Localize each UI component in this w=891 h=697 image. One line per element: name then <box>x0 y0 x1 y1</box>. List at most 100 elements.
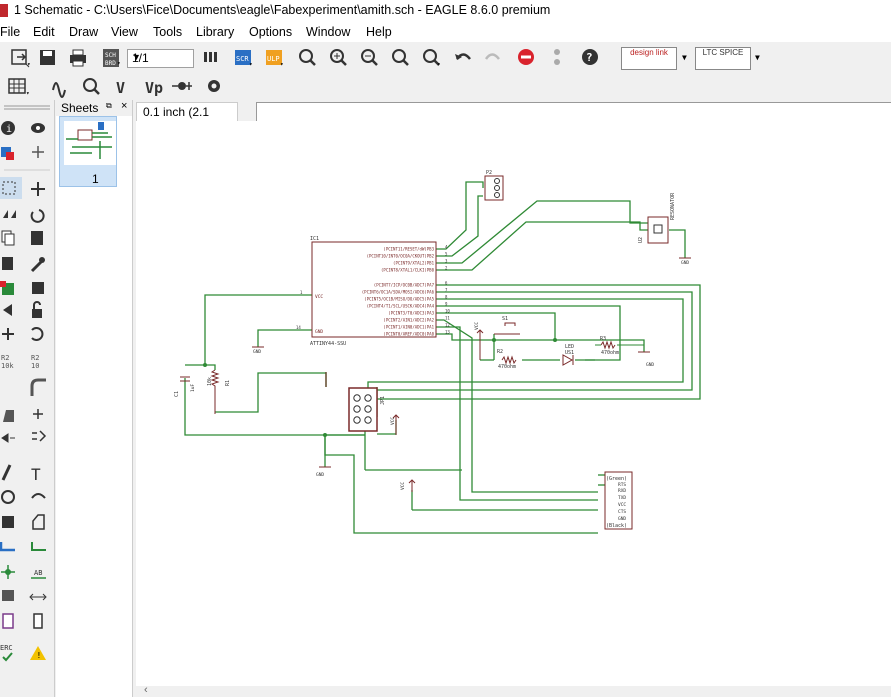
scroll-left-icon[interactable]: ‹ <box>144 684 148 696</box>
open-icon[interactable] <box>11 49 30 68</box>
waveform-icon[interactable] <box>52 82 66 98</box>
rotate-icon[interactable] <box>30 209 45 223</box>
optimize-icon[interactable] <box>31 327 44 341</box>
attribute-icon[interactable] <box>2 590 14 601</box>
scr-icon[interactable]: SCR <box>235 50 251 65</box>
menu-file[interactable]: File <box>0 25 21 39</box>
float-icon[interactable]: ⧉ <box>106 101 112 110</box>
menu-edit[interactable]: Edit <box>33 25 55 39</box>
invoke-icon[interactable] <box>3 304 12 316</box>
zoom-fit-icon[interactable] <box>299 49 316 66</box>
horizontal-scrollbar[interactable]: ‹ <box>136 684 891 697</box>
rectangle-tool-icon[interactable] <box>2 516 14 528</box>
line-tool-icon[interactable] <box>1 464 12 481</box>
menu-options[interactable]: Options <box>249 25 293 39</box>
zoom-redraw-icon[interactable] <box>392 49 409 66</box>
vcc-symbol: VCC <box>400 479 416 492</box>
warning-icon[interactable]: ! <box>30 646 46 660</box>
info-icon[interactable]: i <box>1 121 15 135</box>
dimension-icon[interactable] <box>29 593 47 601</box>
schematic-canvas[interactable]: IC1 ATTINY44-SSU VCC GND 1 14 (PCINT11/R… <box>136 121 891 686</box>
copy-icon[interactable] <box>1 230 15 246</box>
layer-display-icon[interactable] <box>1 147 14 160</box>
r2-resistor[interactable]: R2 470ohm <box>497 349 517 370</box>
slice-icon[interactable] <box>3 410 14 422</box>
menu-tools[interactable]: Tools <box>153 25 183 39</box>
ftdi-pin-label: RTS <box>618 482 626 488</box>
svg-text:V: V <box>116 79 125 97</box>
circle-tool-icon[interactable] <box>1 490 15 504</box>
replace-icon[interactable] <box>32 282 44 294</box>
r2-label-b[interactable]: R2 <box>31 354 39 362</box>
erc-icon[interactable]: ERC <box>0 644 13 662</box>
undo-icon[interactable] <box>455 53 471 60</box>
zoom-out-icon[interactable] <box>361 49 378 66</box>
settings-gear-icon[interactable] <box>208 80 220 92</box>
add-icon[interactable] <box>33 409 43 419</box>
net-tool-icon[interactable] <box>31 542 46 551</box>
designlink-button[interactable]: design link <box>621 47 677 70</box>
bus-tool-icon[interactable] <box>0 542 15 552</box>
wrench-icon[interactable] <box>30 257 45 273</box>
move-select-icon[interactable] <box>0 177 22 199</box>
led-diode[interactable]: LED US1 <box>562 344 574 366</box>
zoom-in-icon[interactable] <box>330 49 347 66</box>
grid-icon[interactable] <box>8 78 26 94</box>
rip-icon[interactable] <box>1 433 15 443</box>
pinswap-icon[interactable] <box>33 613 43 629</box>
r3-resistor[interactable]: R3 470ohm <box>595 336 644 356</box>
svg-text:?: ? <box>586 51 593 64</box>
help-icon[interactable]: ? <box>582 49 598 65</box>
arc-tool-icon[interactable] <box>31 493 46 499</box>
r1-resistor[interactable]: R1 10k <box>207 369 231 414</box>
redo-icon[interactable] <box>484 53 500 60</box>
paste-icon[interactable] <box>31 231 43 245</box>
menu-window[interactable]: Window <box>306 25 351 39</box>
miter-icon[interactable] <box>30 378 46 396</box>
junction-icon[interactable] <box>1 565 15 579</box>
show-eye-icon[interactable] <box>31 123 45 133</box>
ltspice-button[interactable]: LTC SPICE <box>695 47 751 70</box>
zoom-select[interactable]: 1/1▼ <box>127 49 194 68</box>
p2-header[interactable]: P2 <box>484 170 504 201</box>
lock-icon[interactable] <box>32 301 42 318</box>
add-part-icon[interactable] <box>0 281 14 295</box>
ic1-symbol[interactable]: IC1 ATTINY44-SSU VCC GND 1 14 (PCINT11/R… <box>296 236 450 347</box>
r3-name: R3 <box>600 336 606 342</box>
eagle-app-icon[interactable] <box>0 4 8 17</box>
mirror-icon[interactable] <box>3 210 16 218</box>
close-icon[interactable]: × <box>121 100 128 112</box>
stop-icon[interactable] <box>518 49 534 65</box>
ic1-pin-number: 3 <box>445 259 448 264</box>
menu-view[interactable]: View <box>111 25 138 39</box>
polygon-tool-icon[interactable] <box>32 514 45 530</box>
menu-draw[interactable]: Draw <box>69 25 99 39</box>
print-icon[interactable] <box>70 49 86 67</box>
split-icon[interactable] <box>2 328 14 340</box>
go-icon[interactable] <box>554 49 560 65</box>
label-icon[interactable]: AB <box>31 569 46 579</box>
save-icon[interactable] <box>40 50 55 65</box>
delete-icon[interactable] <box>2 257 13 270</box>
r2-label-a[interactable]: R2 <box>1 354 9 362</box>
zoom-select-icon[interactable] <box>423 49 440 66</box>
command-line-input[interactable] <box>256 102 891 122</box>
netlist-icon[interactable] <box>172 82 192 90</box>
frame-icon[interactable] <box>2 613 14 629</box>
jp1-isp-header[interactable]: JP1 <box>348 387 386 432</box>
cam-icon[interactable] <box>204 52 217 62</box>
menu-help[interactable]: Help <box>366 25 392 39</box>
mark-icon[interactable] <box>32 146 44 158</box>
menu-library[interactable]: Library <box>196 25 235 39</box>
text-tool-icon[interactable]: T <box>31 465 41 484</box>
move-icon[interactable] <box>31 182 45 196</box>
sheet-thumbnail[interactable]: 1 <box>59 116 117 187</box>
s1-switch[interactable]: S1 <box>494 316 520 335</box>
ulp-icon[interactable]: ULP <box>266 50 282 65</box>
probe-icon[interactable] <box>83 78 100 95</box>
u2-resonator[interactable]: U2 RESONATOR <box>638 192 676 244</box>
c1-capacitor[interactable]: C1 1uF <box>174 376 196 397</box>
swap-icon[interactable] <box>32 430 47 442</box>
